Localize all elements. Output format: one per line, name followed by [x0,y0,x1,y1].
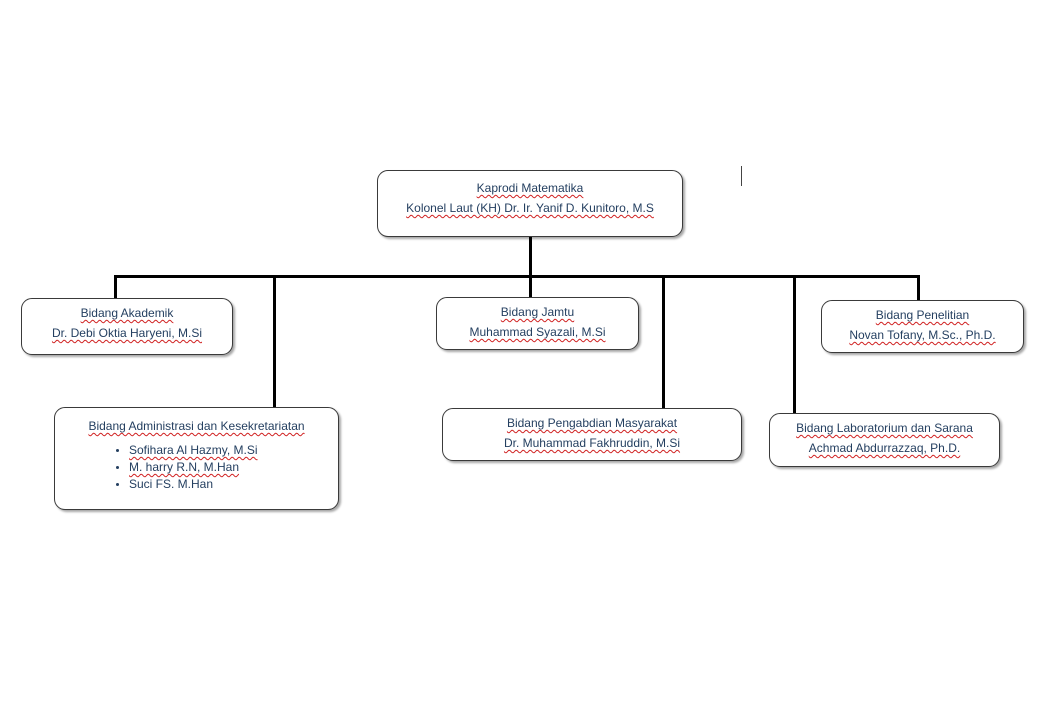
unit-title: Bidang Akademik [80,306,174,320]
head-box: Kaprodi Matematika Kolonel Laut (KH) Dr.… [377,170,683,237]
unit-name: Dr. Muhammad Fakhruddin, M.Si [503,436,681,450]
unit-box-jamtu: Bidang Jamtu Muhammad Syazali, M.Si [436,297,639,350]
unit-box-administrasi: Bidang Administrasi dan Kesekretariatan … [54,407,339,510]
unit-title: Bidang Laboratorium dan Sarana [796,421,973,435]
unit-name: Muhammad Syazali, M.Si [469,325,606,339]
unit-box-penelitian: Bidang Penelitian Novan Tofany, M.Sc., P… [821,300,1024,353]
connector-to-penelitian [917,275,920,300]
connector-horizontal-bar [114,275,920,278]
unit-title: Bidang Penelitian [875,308,970,322]
unit-name: Achmad Abdurrazzaq, Ph.D. [808,441,961,455]
unit-title: Bidang Jamtu [500,305,575,319]
connector-to-jamtu [529,275,532,298]
connector-to-pengabdian [662,275,665,408]
unit-name: Dr. Debi Oktia Haryeni, M.Si [51,326,203,340]
list-item: Suci FS. M.Han [129,476,338,493]
unit-box-akademik: Bidang Akademik Dr. Debi Oktia Haryeni, … [21,298,233,355]
list-item: M. harry R.N, M.Han [129,459,338,476]
connector-to-akademik [114,275,117,299]
head-title: Kaprodi Matematika [476,181,584,195]
unit-name: Novan Tofany, M.Sc., Ph.D. [849,328,996,342]
text-cursor [741,166,742,186]
unit-box-pengabdian: Bidang Pengabdian Masyarakat Dr. Muhamma… [442,408,742,461]
unit-title: Bidang Administrasi dan Kesekretariatan [88,419,305,433]
connector-head-down [529,236,532,278]
member-list: Sofihara Al Hazmy, M.Si M. harry R.N, M.… [55,442,338,493]
connector-to-administrasi [273,275,276,408]
unit-box-laboratorium: Bidang Laboratorium dan Sarana Achmad Ab… [769,413,1000,467]
head-name: Kolonel Laut (KH) Dr. Ir. Yanif D. Kunit… [406,201,654,215]
connector-to-laboratorium [793,275,796,414]
list-item: Sofihara Al Hazmy, M.Si [129,442,338,459]
unit-title: Bidang Pengabdian Masyarakat [506,416,678,430]
